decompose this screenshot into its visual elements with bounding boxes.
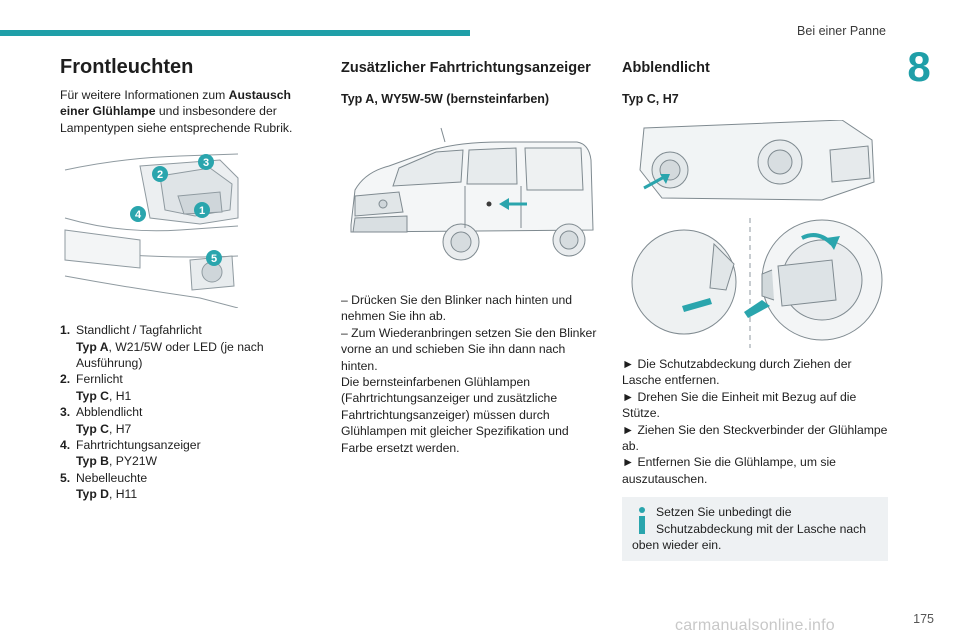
header-accent-bar: [0, 30, 470, 36]
column-side-indicator: Zusätzlicher Fahrtrichtungsanzeiger Typ …: [341, 56, 603, 456]
side-indicator-lamp: [486, 201, 492, 207]
watermark: carmanualsonline.info: [675, 617, 835, 634]
chapter-number: 8: [907, 43, 931, 90]
front-lights-figure: 2 3 1 4 5: [60, 148, 245, 309]
amber-bulb-note: Die bernsteinfarbenen Glühlampen (Fahrtr…: [341, 375, 569, 455]
label-1-badge: [194, 202, 210, 219]
label-2-badge: [152, 166, 168, 183]
label-2-text: 2: [157, 169, 163, 181]
info-text-line1: Setzen Sie unbedingt die Schutzabdeckung…: [656, 505, 867, 536]
arrow-icon: [499, 198, 527, 210]
label-3-badge: [198, 154, 214, 171]
bullet-rotate-unit: ► Drehen Sie die Einheit mit Bezug auf d…: [622, 389, 857, 421]
intro-text: Für weitere Informationen zum Austausch …: [60, 88, 293, 135]
step-remove: – Drücken Sie den Blinker nach hinten un…: [341, 293, 573, 324]
info-text-line2: oben wieder ein.: [632, 538, 722, 553]
van-figure: [341, 120, 603, 280]
step-refit: – Zum Wiederanbringen setzen Sie den Bli…: [341, 325, 597, 373]
low-beam-figure: [622, 120, 888, 348]
label-5-text: 5: [211, 253, 217, 265]
page-number: 175: [913, 612, 934, 626]
heading-front-lights: Frontleuchten: [60, 56, 194, 78]
info-box: Setzen Sie unbedingt die Schutzabdeckung…: [622, 497, 888, 562]
info-icon: [639, 507, 645, 535]
label-3-text: 3: [203, 157, 209, 169]
column-front-lights: Frontleuchten Für weitere Informationen …: [60, 56, 322, 503]
label-1-text: 1: [199, 205, 205, 217]
subheading-type-a: Typ A, WY5W-5W (bernsteinfarben): [341, 92, 550, 106]
bullet-unplug-connector: ► Ziehen Sie den Steckverbinder der Glüh…: [622, 422, 888, 454]
section-title: Bei einer Panne: [797, 24, 886, 38]
bullet-replace-bulb: ► Entfernen Sie die Glühlampe, um sie au…: [622, 455, 836, 486]
bullet-remove-cover: ► Die Schutzabdeckung durch Ziehen der L…: [622, 357, 852, 388]
label-4-text: 4: [135, 209, 142, 221]
label-4-badge: [130, 206, 146, 223]
heading-low-beam: Abblendlicht: [622, 60, 710, 76]
label-5-badge: [206, 250, 222, 267]
subheading-type-c: Typ C, H7: [622, 92, 679, 106]
heading-side-indicator: Zusätzlicher Fahrtrichtungsanzeiger: [341, 60, 591, 76]
arrow-icon: [643, 174, 840, 318]
column-low-beam: Abblendlicht Typ C, H7 ► Die: [622, 56, 888, 562]
